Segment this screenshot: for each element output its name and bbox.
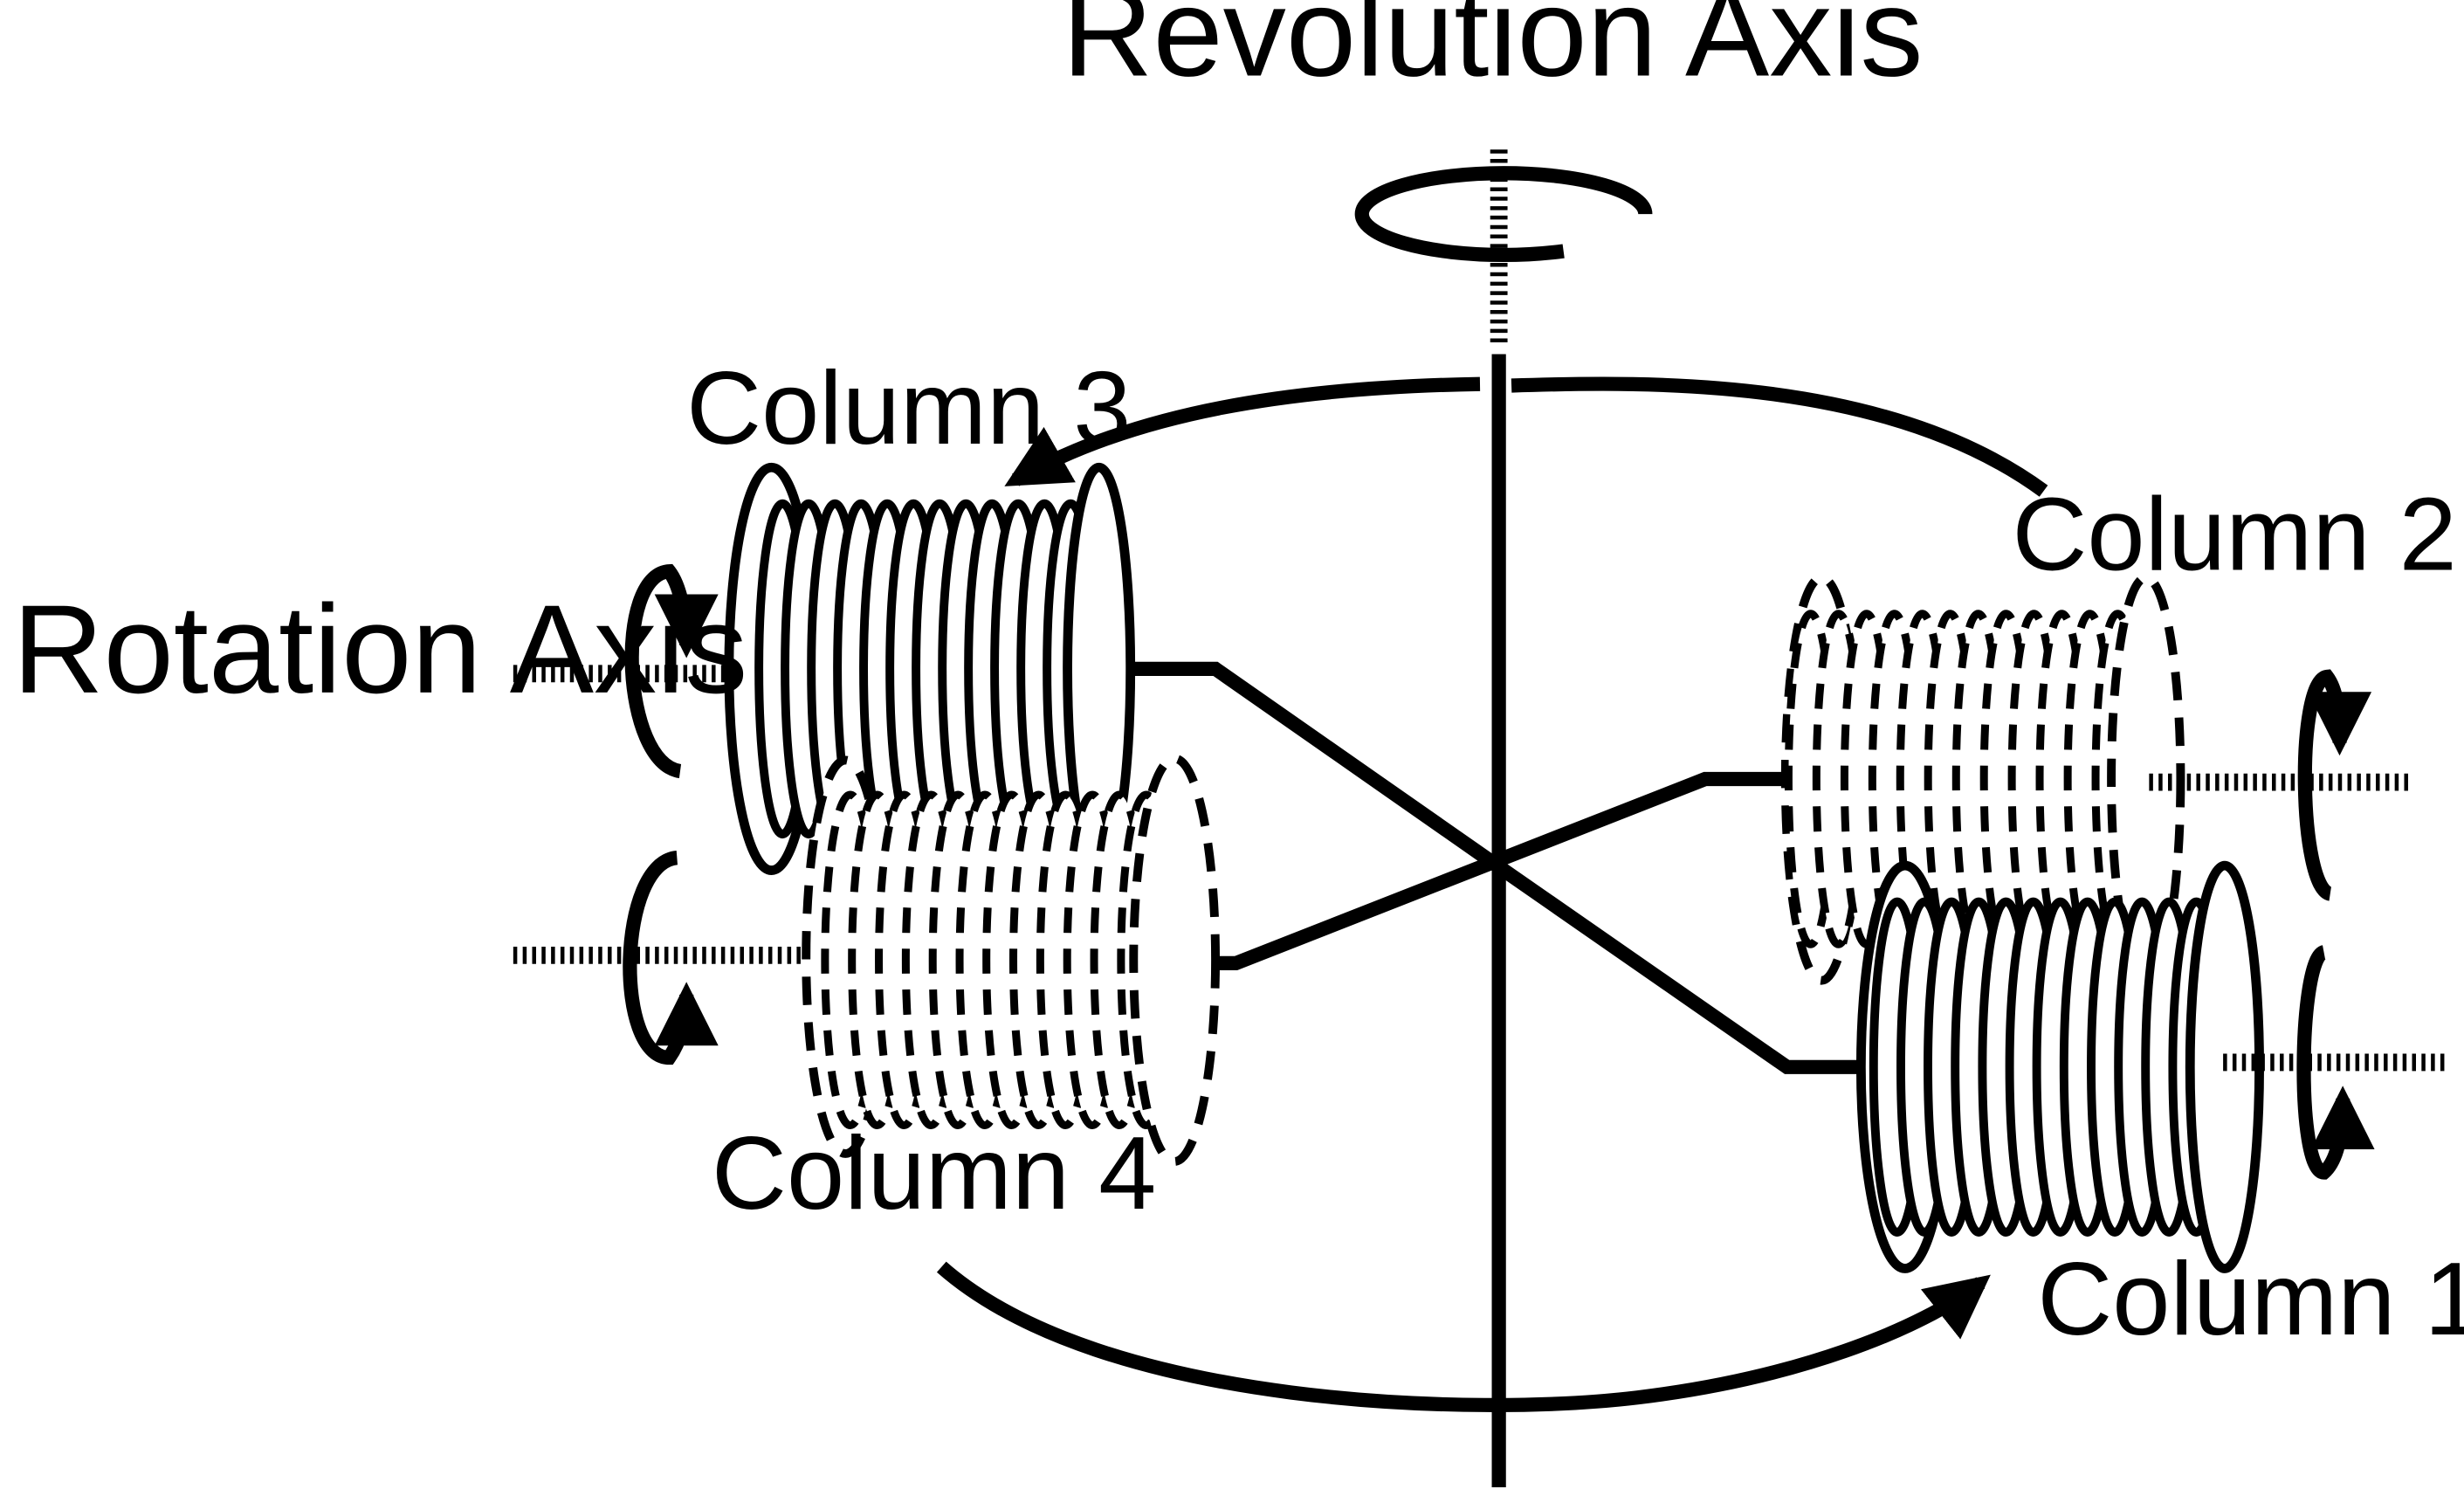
- rotation-arrow-column-4: [623, 851, 719, 1065]
- column-1-label: Column 1: [2037, 1241, 2464, 1357]
- rotation-axis-label: Rotation Axis: [12, 578, 747, 720]
- column-4-label: Column 4: [712, 1115, 1156, 1231]
- revolution-spin-arrow: [1354, 166, 1653, 263]
- rotation-arrow-column-2: [2297, 669, 2372, 901]
- column-4-front-flange: [1129, 754, 1221, 1166]
- revolution-axis-label: Revolution Axis: [1062, 0, 1923, 102]
- rotation-arrow-column-3: [624, 563, 719, 779]
- arm-column-3: [1097, 661, 1497, 869]
- column-3-label: Column 3: [686, 350, 1131, 466]
- column-3-coil: [724, 462, 1136, 875]
- rotation-axes: [513, 665, 2448, 1072]
- rotation-arrow-column-1: [2296, 945, 2375, 1180]
- revolution-orbit-arrow-top: [1511, 376, 2048, 497]
- rotation-arrows: [623, 563, 2375, 1180]
- column-1-coil: [1855, 860, 2264, 1273]
- revolution-orbit-arrow-top-left: [1004, 376, 1481, 486]
- revolution-orbit-arrow-bottom: [936, 1261, 1991, 1412]
- revolution-axis: [1354, 149, 1653, 1487]
- arm-column-1: [1488, 856, 1863, 1074]
- column-4-coil: [802, 754, 1221, 1166]
- column-2-label: Column 2: [2012, 476, 2456, 592]
- arm-column-2: [1490, 771, 1787, 870]
